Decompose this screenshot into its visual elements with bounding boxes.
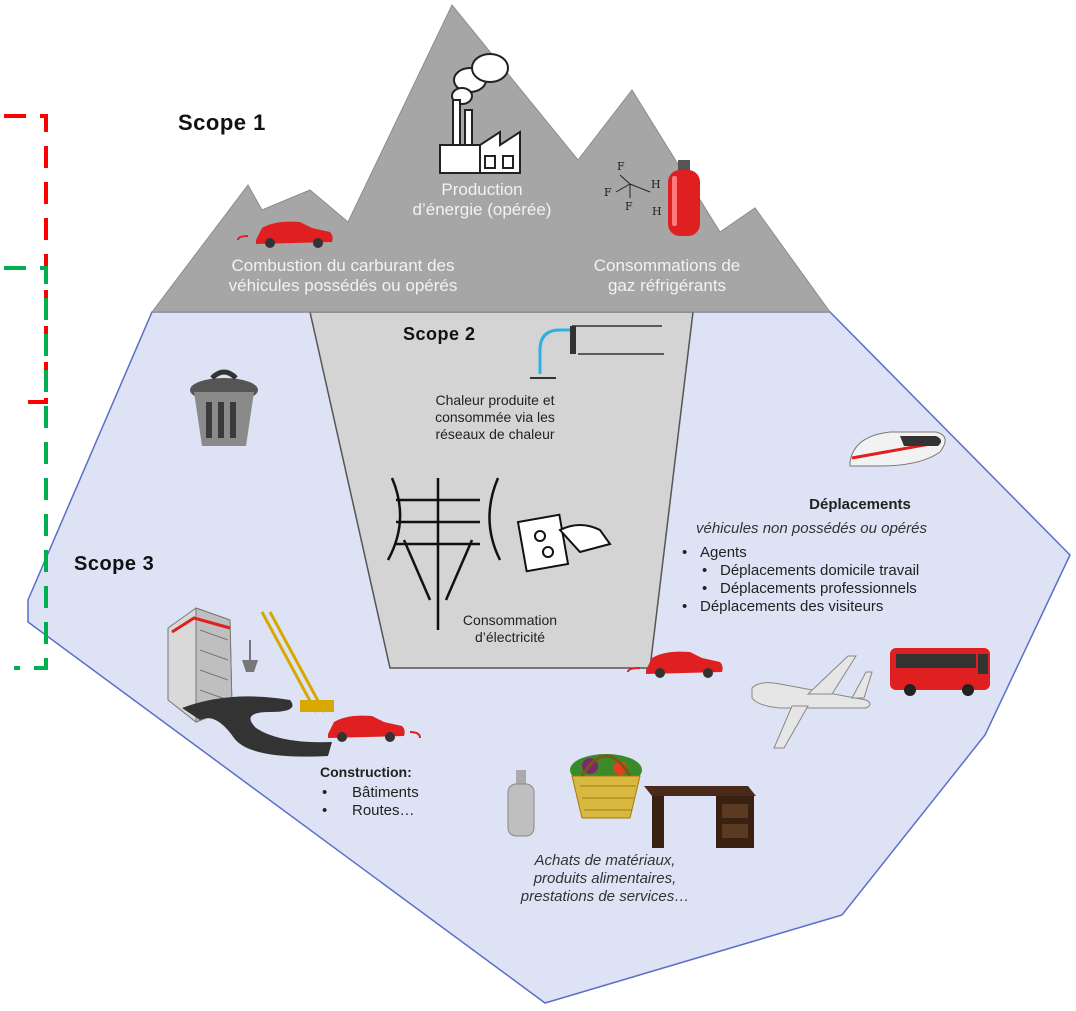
car-icon — [328, 715, 421, 742]
trash-can-icon — [190, 369, 258, 446]
scope1-label: Scope 1 — [178, 110, 266, 135]
factory-icon — [439, 53, 521, 174]
list-item: Agents — [680, 544, 1070, 562]
svg-text:H: H — [651, 178, 661, 191]
airplane-icon — [751, 655, 873, 749]
list-item: Routes… — [320, 802, 419, 820]
crane-icon — [242, 611, 334, 713]
travel-subtitle: véhicules non possédés ou opérés — [696, 520, 927, 537]
power-pole-icon — [386, 477, 502, 630]
gas-cylinder-icon — [668, 160, 700, 236]
bus-icon — [890, 648, 990, 696]
green-dashed-bracket — [4, 266, 48, 670]
svg-text:F: F — [604, 186, 612, 199]
heat-network-text: Chaleur produite et consommée via les ré… — [435, 392, 555, 442]
car-icon — [627, 651, 723, 678]
car-icon — [237, 221, 333, 248]
refrigerant-molecule-icon: F F F H H — [604, 160, 662, 218]
desk-icon — [644, 786, 756, 848]
building-icon — [167, 607, 233, 723]
train-icon — [849, 431, 946, 467]
spray-bottle-icon — [507, 770, 535, 837]
svg-text:F: F — [625, 200, 633, 213]
purchases-text: Achats de matériaux, produits alimentair… — [520, 852, 690, 905]
road-icon — [182, 696, 332, 757]
refrigerant-text: Consommations de gaz réfrigérants — [593, 256, 741, 296]
heat-pipe-icon — [530, 325, 664, 379]
travel-list: Agents Déplacements domicile travail Dép… — [680, 544, 1070, 616]
list-item: Déplacements professionnels — [700, 580, 1070, 598]
scope3-label: Scope 3 — [74, 553, 155, 575]
list-item: Bâtiments — [320, 784, 419, 802]
scope2-label: Scope 2 — [403, 324, 476, 344]
red-dashed-bracket — [4, 114, 48, 404]
travel-title: Déplacements — [809, 496, 911, 513]
svg-text:F: F — [617, 160, 625, 173]
combustion-text: Combustion du carburant des véhicules po… — [228, 256, 458, 296]
construction-title: Construction: — [320, 764, 412, 780]
electricity-text: Consommation d’électricité — [462, 612, 558, 645]
food-basket-icon — [570, 754, 642, 819]
list-item: Déplacements des visiteurs — [680, 598, 1070, 616]
list-item: Déplacements domicile travail — [700, 562, 1070, 580]
production-energy-text: Production d’énergie (opérée) — [412, 180, 552, 220]
plug-socket-icon — [516, 513, 612, 573]
construction-list: Bâtiments Routes… — [320, 784, 419, 820]
svg-text:H: H — [652, 205, 662, 218]
